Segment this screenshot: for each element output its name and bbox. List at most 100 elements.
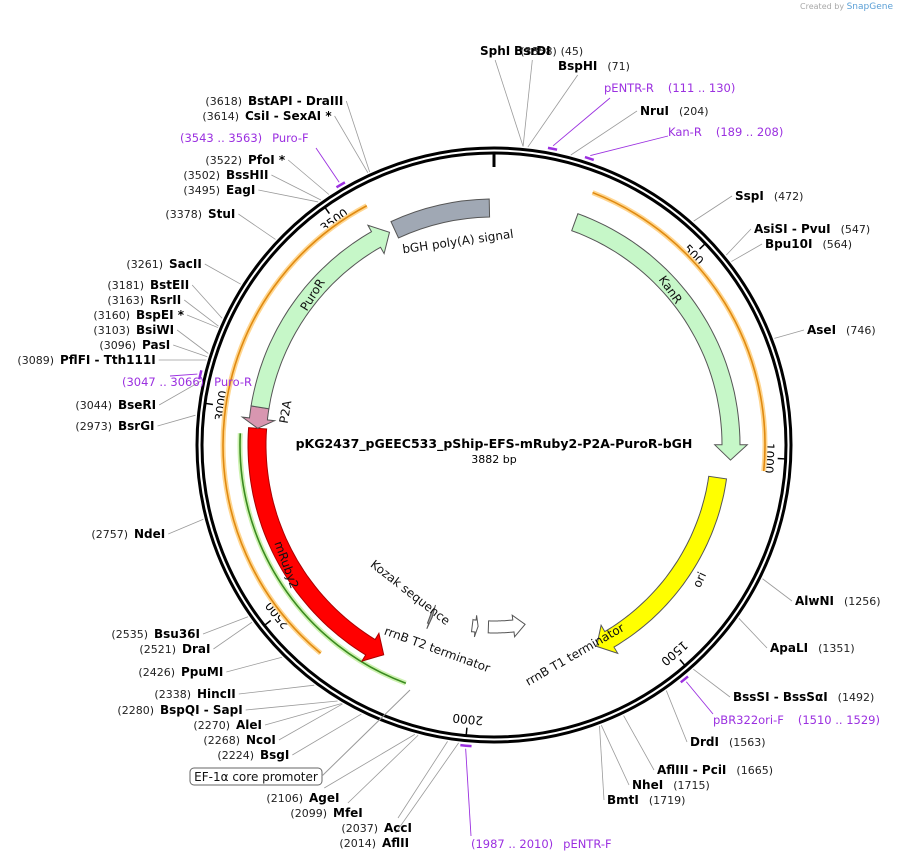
site-label-acci[interactable]: AccI: [384, 821, 412, 835]
site-label-bsrdi[interactable]: BsrDI: [514, 44, 551, 58]
pentr-f-primer-mark[interactable]: [460, 743, 472, 748]
pbr322ori-f-primer-label[interactable]: pBR322ori-F: [713, 713, 784, 727]
kozak-sequence-label: Kozak sequence: [368, 557, 453, 628]
site-label-bspqi-sapi[interactable]: BspQI - SapI: [160, 703, 243, 717]
site-leader: [324, 734, 416, 789]
site-label-pfoi[interactable]: PfoI *: [248, 153, 286, 167]
tick-mark: [263, 619, 272, 627]
ori-label: ori: [690, 570, 709, 590]
site-label-apali[interactable]: ApaLI: [770, 641, 808, 655]
p2a-feature[interactable]: [240, 405, 277, 429]
site-position: (3181): [107, 279, 144, 292]
site-label-drdi[interactable]: DrdI: [690, 735, 719, 749]
site-leader: [264, 703, 342, 726]
site-label-nhei[interactable]: NheI: [632, 778, 663, 792]
site-label-bsteii[interactable]: BstEII: [150, 278, 189, 292]
site-label-stui[interactable]: StuI: [208, 207, 235, 221]
site-label-bsgi[interactable]: BsgI: [260, 748, 289, 762]
site-position: (3614): [202, 110, 239, 123]
site-leader: [292, 713, 362, 756]
site-label-bmti[interactable]: BmtI: [607, 793, 639, 807]
site-label-alwni[interactable]: AlwNI: [795, 594, 834, 608]
site-label-bpu10i[interactable]: Bpu10I: [765, 237, 812, 251]
site-label-bsphi[interactable]: BspHI: [558, 59, 597, 73]
rrnb-t2-terminator-feature[interactable]: [470, 615, 479, 638]
site-leader: [665, 690, 688, 743]
site-label-asei[interactable]: AseI: [807, 323, 836, 337]
primer-range: (1987 .. 2010): [471, 837, 553, 851]
mruby2-feature[interactable]: [247, 427, 385, 662]
kozak-sequence-feature[interactable]: [426, 604, 436, 630]
site-label-afliii-pcii[interactable]: AflIII - PciI: [657, 763, 726, 777]
ef1a-leader: [321, 689, 411, 777]
site-label-ndei[interactable]: NdeI: [134, 527, 165, 541]
site-label-bstapi-draiii[interactable]: BstAPI - DraIII: [248, 94, 343, 108]
ori-feature[interactable]: [596, 475, 728, 655]
site-label-ppumi[interactable]: PpuMI: [181, 665, 223, 679]
site-position: (3495): [183, 184, 220, 197]
bgh-poly-a-signal-feature[interactable]: [390, 198, 491, 239]
site-label-ncoi[interactable]: NcoI: [246, 733, 276, 747]
tick-mark: [324, 206, 330, 215]
site-position: (1351): [818, 642, 855, 655]
site-position: (564): [822, 238, 852, 251]
puro-r-primer-label[interactable]: Puro-R: [214, 375, 252, 389]
puror-feature[interactable]: [250, 224, 391, 410]
site-position: (2535): [111, 628, 148, 641]
site-position: (1719): [649, 794, 686, 807]
site-label-sacii[interactable]: SacII: [169, 257, 202, 271]
site-label-bsu36i[interactable]: Bsu36I: [154, 627, 200, 641]
tick-mark: [679, 659, 686, 667]
site-position: (3858): [520, 45, 557, 58]
site-label-bsrgi[interactable]: BsrGI: [118, 419, 155, 433]
kanr-orf-arc: [592, 191, 766, 472]
site-label-bspei[interactable]: BspEI *: [136, 308, 185, 322]
site-leader: [226, 656, 283, 673]
pentr-f-primer-label[interactable]: pENTR-F: [563, 837, 611, 851]
site-position: (2014): [339, 837, 376, 850]
site-position: (45): [561, 45, 584, 58]
site-label-alei[interactable]: AleI: [236, 718, 262, 732]
site-label-mfei[interactable]: MfeI: [333, 806, 363, 820]
site-label-sspi[interactable]: SspI: [735, 189, 764, 203]
puro-f-primer-label[interactable]: Puro-F: [272, 131, 309, 145]
site-label-pasi[interactable]: PasI: [142, 338, 170, 352]
pentr-r-primer-mark[interactable]: [547, 146, 558, 151]
site-leader: [397, 741, 448, 819]
site-leader: [158, 380, 202, 406]
pbr322ori-f-primer-mark[interactable]: [680, 675, 689, 684]
site-label-agei[interactable]: AgeI: [309, 791, 339, 805]
site-leader: [191, 284, 223, 319]
kanr-feature[interactable]: [571, 213, 749, 461]
site-label-bsshii[interactable]: BssHII: [226, 168, 268, 182]
site-label-aflii[interactable]: AflII: [382, 836, 409, 850]
puro-r-primer-mark[interactable]: [198, 369, 203, 380]
site-label-rsrii[interactable]: RsrII: [150, 293, 181, 307]
site-label-drai[interactable]: DraI: [182, 642, 210, 656]
ef1a-promoter-label: EF-1α core promoter: [194, 770, 318, 784]
site-label-sphi[interactable]: SphI: [480, 44, 510, 58]
site-label-bsssi-bsss-i[interactable]: BssSI - BssSαI: [733, 690, 828, 704]
kan-r-primer-label[interactable]: Kan-R: [668, 125, 702, 139]
pentr-r-primer-label[interactable]: pENTR-R: [604, 81, 654, 95]
site-leader: [157, 414, 196, 427]
puro-f-primer-mark[interactable]: [335, 181, 346, 189]
site-label-eagi[interactable]: EagI: [226, 183, 255, 197]
site-label-bsiwi[interactable]: BsiWI: [136, 323, 174, 337]
site-position: (1715): [673, 779, 710, 792]
site-label-csii-sexai[interactable]: CsiI - SexAI *: [245, 109, 332, 123]
site-label-bseri[interactable]: BseRI: [118, 398, 156, 412]
site-leader: [278, 703, 343, 741]
site-leader: [347, 734, 419, 804]
rrnb-t1-terminator-label: rrnB T1 terminator: [523, 621, 627, 689]
rrnb-t1-terminator-feature[interactable]: [487, 614, 526, 639]
site-leader: [522, 59, 533, 147]
kan-r-primer-mark[interactable]: [584, 155, 595, 162]
site-leader: [623, 715, 655, 771]
site-label-asisi-pvui[interactable]: AsiSI - PvuI: [754, 222, 831, 236]
site-label-nrui[interactable]: NruI: [640, 104, 669, 118]
site-label-hincii[interactable]: HincII: [197, 687, 236, 701]
site-position: (3522): [205, 154, 242, 167]
site-position: (2099): [290, 807, 327, 820]
site-label-pflfi-tth111i[interactable]: PflFI - Tth111I: [60, 353, 156, 367]
